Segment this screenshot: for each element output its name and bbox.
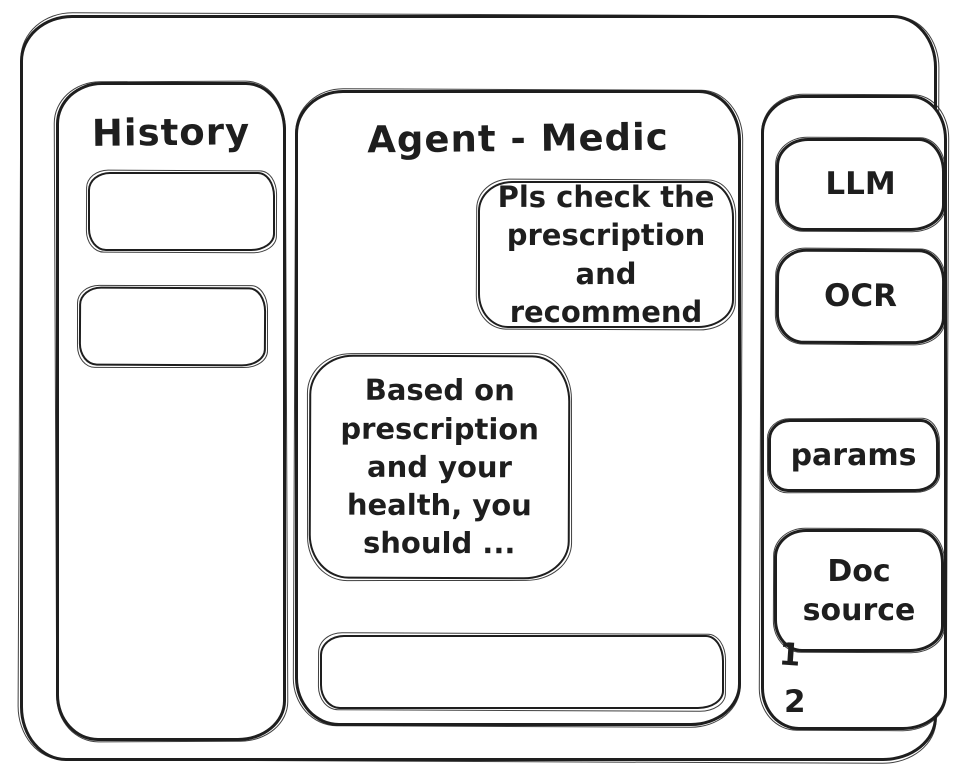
app-frame: History Agent - Medic Pls check the pres… [20,15,947,761]
tools-panel: LLM OCR params Doc source 1 2 [761,95,947,730]
chat-input[interactable] [322,637,722,707]
doc-source-button[interactable]: Doc source [774,529,944,652]
chat-message-assistant: Based on prescription and your health, y… [308,354,571,580]
chat-input-container [320,635,724,709]
history-title: History [91,110,251,155]
llm-button[interactable]: LLM [776,138,945,231]
doc-source-item-2[interactable]: 2 [784,684,806,720]
history-item[interactable] [78,286,267,367]
history-panel: History [56,82,286,741]
chat-title: Agent - Medic [367,115,669,162]
history-item[interactable] [88,172,275,251]
doc-source-item-1[interactable]: 1 [777,636,802,674]
params-button[interactable]: params [768,419,939,492]
ocr-button[interactable]: OCR [775,248,946,345]
chat-message-user: Pls check the prescription and recommend [478,180,734,329]
chat-panel: Agent - Medic Pls check the prescription… [295,90,741,726]
